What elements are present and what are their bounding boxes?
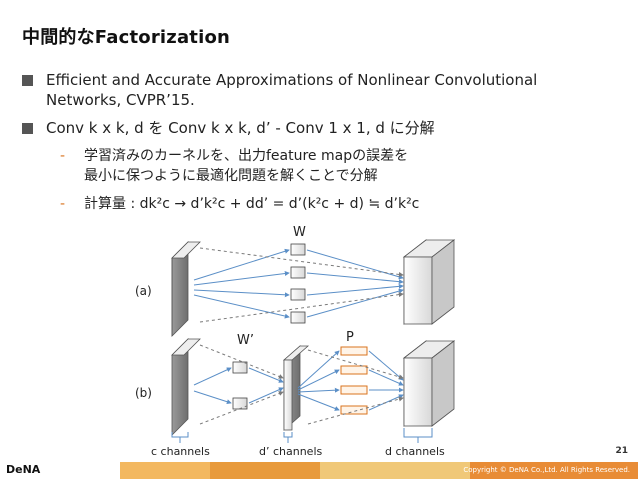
slide-title: 中間的なFactorization: [22, 27, 231, 48]
dash-bullet-icon: -: [60, 148, 66, 164]
arrows-b-second: [297, 349, 404, 425]
input-block-a: [171, 241, 201, 337]
dena-logo: DeNA: [6, 463, 41, 476]
label-W: W: [293, 225, 306, 240]
subbullet-1-line-1: 学習済みのカーネルを、出力feature mapの誤差を: [84, 148, 409, 164]
page-number: 21: [615, 446, 628, 456]
subbullet-2: - 計算量 : dk²c → d’k²c + dd’ = d’(k²c + d)…: [60, 194, 419, 214]
bullet-1: Efficient and Accurate Approximations of…: [22, 70, 537, 110]
bullet-2-line-1: Conv k x k, d を Conv k x k, d’ - Conv 1 …: [46, 119, 435, 137]
channel-label-c: c channels: [151, 445, 210, 458]
subbullet-2-line-1: 計算量 : dk²c → d’k²c + dd’ = d’(k²c + d) ≒…: [84, 196, 420, 212]
bullet-1-line-2: Networks, CVPR’15.: [46, 91, 195, 109]
copyright-text: Copyright © DeNA Co.,Ltd. All Rights Res…: [463, 466, 630, 474]
arrows-a: [193, 247, 404, 323]
output-block-a: [402, 239, 456, 325]
label-Wprime: W’: [237, 333, 254, 348]
footer-bar: [0, 462, 638, 479]
channel-label-d: d channels: [385, 445, 445, 458]
output-block-b: [402, 340, 456, 427]
middle-block-b: [282, 345, 310, 431]
filter-boxes-a: [290, 243, 306, 324]
subbullet-1: - 学習済みのカーネルを、出力feature mapの誤差を 最小に保つように最…: [60, 146, 408, 186]
filter-boxes-wprime: [232, 361, 248, 410]
input-block-b: [171, 338, 201, 436]
square-bullet-icon: [22, 123, 33, 134]
bullet-2: Conv k x k, d を Conv k x k, d’ - Conv 1 …: [22, 118, 435, 138]
label-a: (a): [135, 284, 152, 298]
dash-bullet-icon: -: [60, 196, 66, 212]
bullet-1-line-1: Efficient and Accurate Approximations of…: [46, 71, 538, 89]
arrows-b-first: [193, 344, 284, 425]
label-P: P: [346, 330, 354, 345]
subbullet-1-line-2: 最小に保つように最適化問題を解くことで分解: [84, 168, 378, 184]
channel-label-dprime: d’ channels: [259, 445, 323, 458]
filter-boxes-p: [340, 346, 368, 415]
square-bullet-icon: [22, 75, 33, 86]
label-b: (b): [135, 386, 152, 400]
channel-brackets: [171, 428, 433, 443]
